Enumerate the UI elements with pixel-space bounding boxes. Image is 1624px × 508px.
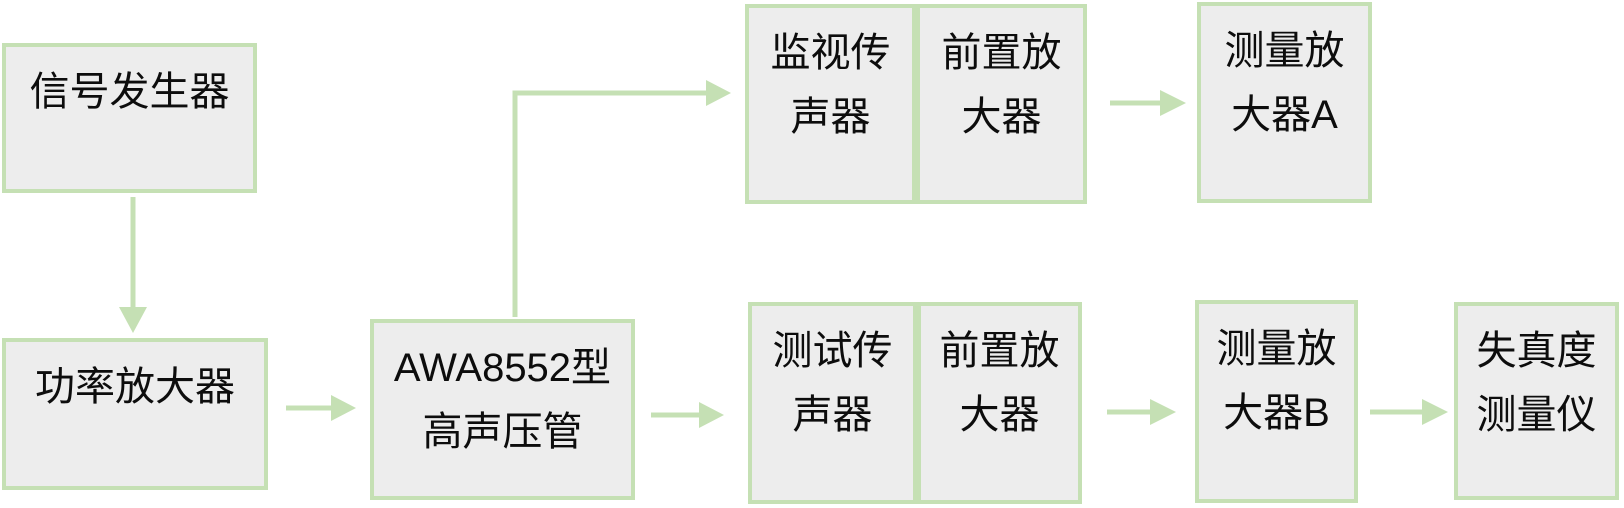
node-label-line2: 声器 — [792, 393, 873, 437]
node-label-line1: 测量放 — [1216, 327, 1337, 371]
node-label-line2: 高声压管 — [422, 410, 583, 454]
arrow-power-to-tube — [286, 395, 356, 421]
arrow-signal-to-power — [119, 197, 147, 333]
node-monitor-microphone: 监视传 声器 — [745, 4, 916, 204]
node-label-line2: 大器 — [959, 393, 1040, 437]
node-label-line2: 大器A — [1231, 93, 1338, 137]
node-label-line2: 大器B — [1223, 391, 1330, 435]
node-label-line1: 前置放 — [939, 329, 1060, 373]
node-awa8552-tube: AWA8552型 高声压管 — [370, 319, 635, 500]
node-power-amplifier: 功率放大器 — [2, 338, 268, 490]
node-label-line1: 前置放 — [941, 31, 1062, 75]
node-label-line2: 声器 — [790, 95, 871, 139]
node-label-line1: 测试传 — [772, 329, 893, 373]
arrow-meas-b-to-distortion — [1370, 399, 1448, 425]
node-measuring-amplifier-a: 测量放 大器A — [1197, 2, 1372, 203]
node-preamplifier-bottom: 前置放 大器 — [917, 302, 1082, 504]
node-label-line1: 失真度 — [1476, 329, 1597, 373]
node-distortion-meter: 失真度 测量仪 — [1454, 302, 1619, 500]
node-preamplifier-top: 前置放 大器 — [916, 4, 1087, 204]
arrow-preamp-to-meas-b — [1107, 399, 1176, 425]
node-label-line1: 测量放 — [1224, 29, 1345, 73]
arrow-tube-to-test — [651, 402, 724, 428]
node-measuring-amplifier-b: 测量放 大器B — [1195, 300, 1358, 503]
node-label-line2: 大器 — [961, 95, 1042, 139]
arrow-preamp-to-meas-a — [1110, 90, 1186, 116]
node-label-line1: 监视传 — [770, 31, 891, 75]
node-label: 功率放大器 — [35, 365, 235, 409]
node-signal-generator: 信号发生器 — [2, 43, 257, 193]
node-test-microphone: 测试传 声器 — [748, 302, 917, 504]
node-label: 信号发生器 — [29, 70, 230, 114]
node-label-line2: 测量仪 — [1476, 393, 1597, 437]
arrow-tube-to-monitor — [512, 80, 731, 317]
node-label-line1: AWA8552型 — [393, 346, 612, 390]
